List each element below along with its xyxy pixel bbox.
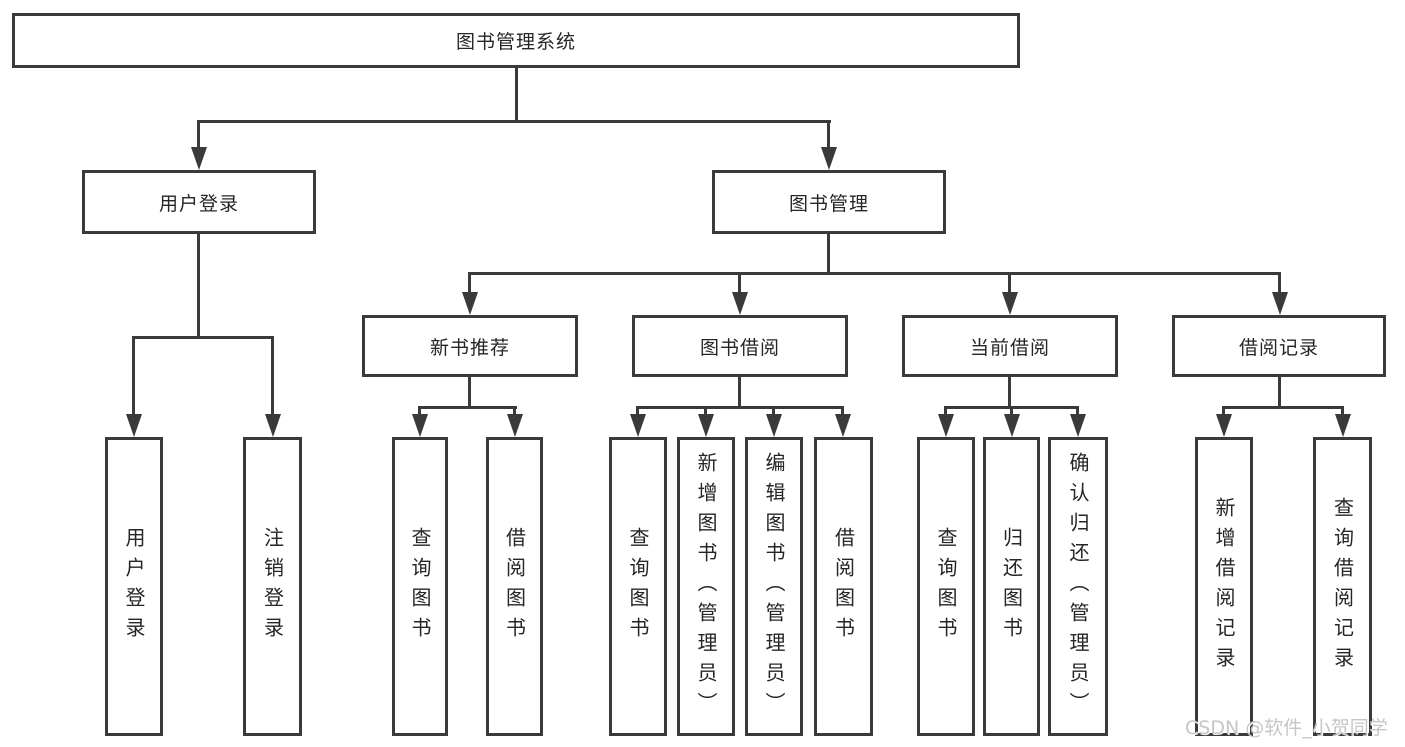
leaf-current-query-books-label: 查询图书 (934, 526, 958, 647)
leaf-add-borrow-record-label: 新增借阅记录 (1212, 496, 1236, 677)
connector-user-login-bus (133, 336, 274, 339)
node-new-book-recommend: 新书推荐 (362, 315, 578, 377)
node-book-management-label: 图书管理 (788, 192, 869, 215)
leaf-confirm-return-admin-label: 确认归还（管理员） (1066, 451, 1090, 722)
connector-drop-new-book-recommend (468, 272, 471, 295)
connector-user-login-stem (197, 234, 200, 339)
connector-drop (1341, 406, 1344, 417)
node-borrowing-records: 借阅记录 (1172, 315, 1386, 377)
leaf-current-query-books: 查询图书 (917, 437, 975, 736)
connector-borrowing-stem (738, 377, 741, 409)
leaf-user-login-label: 用户登录 (122, 526, 146, 647)
arrow-down-icon (698, 414, 714, 437)
leaf-logout: 注销登录 (243, 437, 302, 736)
connector-records-stem (1278, 377, 1281, 409)
connector-current-stem (1008, 377, 1011, 409)
leaf-borrow-books-label: 借阅图书 (831, 526, 856, 647)
watermark: CSDN @软件_小贺同学 (1185, 717, 1388, 739)
connector-root-stem (515, 68, 518, 123)
connector-book-management-stem (827, 234, 830, 275)
node-new-book-recommend-label: 新书推荐 (429, 336, 510, 359)
node-current-borrowing-label: 当前借阅 (969, 336, 1050, 359)
node-book-borrowing: 图书借阅 (632, 315, 848, 377)
arrow-down-icon (1272, 292, 1288, 315)
arrow-down-icon (191, 147, 207, 170)
connector-drop (513, 406, 516, 417)
arrow-down-icon (507, 414, 523, 437)
arrow-down-icon (462, 292, 478, 315)
connector-drop (704, 406, 707, 417)
connector-drop (944, 406, 947, 417)
connector-drop-book-management (827, 120, 830, 150)
arrow-down-icon (1216, 414, 1232, 437)
connector-drop-current-borrowing (1008, 272, 1011, 295)
node-book-management: 图书管理 (712, 170, 946, 234)
node-root: 图书管理系统 (12, 13, 1020, 68)
leaf-borrow-query-books-label: 查询图书 (626, 526, 650, 647)
arrow-down-icon (1335, 414, 1351, 437)
connector-drop (1076, 406, 1079, 417)
connector-recommend-bus (419, 406, 517, 409)
arrow-down-icon (938, 414, 954, 437)
arrow-down-icon (126, 414, 142, 437)
leaf-borrow-books: 借阅图书 (814, 437, 873, 736)
connector-recommend-stem (468, 377, 471, 409)
leaf-add-borrow-record: 新增借阅记录 (1195, 437, 1253, 736)
connector-drop (418, 406, 421, 417)
node-borrowing-records-label: 借阅记录 (1238, 336, 1319, 359)
arrow-down-icon (1070, 414, 1086, 437)
arrow-down-icon (412, 414, 428, 437)
leaf-edit-books-admin-label: 编辑图书（管理员） (762, 451, 786, 722)
arrow-down-icon (630, 414, 646, 437)
connector-root-bus (198, 120, 831, 123)
arrow-down-icon (1002, 292, 1018, 315)
connector-drop-user-login (197, 120, 200, 150)
arrow-down-icon (821, 147, 837, 170)
leaf-logout-label: 注销登录 (260, 526, 285, 647)
connector-drop-book-borrowing (738, 272, 741, 295)
leaf-recommend-borrow-books-label: 借阅图书 (502, 526, 527, 647)
leaf-return-books: 归还图书 (983, 437, 1040, 736)
arrow-down-icon (766, 414, 782, 437)
leaf-add-books-admin-label: 新增图书（管理员） (694, 451, 718, 722)
connector-drop-leaf-logout (271, 336, 274, 417)
connector-drop (772, 406, 775, 417)
node-user-login: 用户登录 (82, 170, 316, 234)
node-root-label: 图书管理系统 (455, 31, 576, 53)
node-current-borrowing: 当前借阅 (902, 315, 1118, 377)
leaf-edit-books-admin: 编辑图书（管理员） (745, 437, 803, 736)
connector-drop (841, 406, 844, 417)
leaf-borrow-query-books: 查询图书 (609, 437, 667, 736)
arrow-down-icon (732, 292, 748, 315)
connector-drop (1222, 406, 1225, 417)
leaf-recommend-borrow-books: 借阅图书 (486, 437, 543, 736)
leaf-confirm-return-admin: 确认归还（管理员） (1048, 437, 1108, 736)
leaf-return-books-label: 归还图书 (999, 526, 1024, 647)
leaf-query-borrow-record-label: 查询借阅记录 (1330, 496, 1355, 677)
node-user-login-label: 用户登录 (158, 192, 239, 215)
connector-drop (1010, 406, 1013, 417)
connector-drop-leaf-user-login (132, 336, 135, 417)
connector-drop-borrowing-records (1278, 272, 1281, 295)
arrow-down-icon (1004, 414, 1020, 437)
node-book-borrowing-label: 图书借阅 (699, 336, 780, 359)
leaf-query-borrow-record: 查询借阅记录 (1313, 437, 1372, 736)
leaf-recommend-query-books-label: 查询图书 (408, 526, 432, 647)
arrow-down-icon (835, 414, 851, 437)
connector-records-bus (1223, 406, 1344, 409)
connector-book-management-bus (469, 272, 1281, 275)
leaf-recommend-query-books: 查询图书 (392, 437, 448, 736)
connector-drop (636, 406, 639, 417)
leaf-user-login: 用户登录 (105, 437, 163, 736)
arrow-down-icon (265, 414, 281, 437)
leaf-add-books-admin: 新增图书（管理员） (677, 437, 735, 736)
connector-borrowing-bus (637, 406, 844, 409)
